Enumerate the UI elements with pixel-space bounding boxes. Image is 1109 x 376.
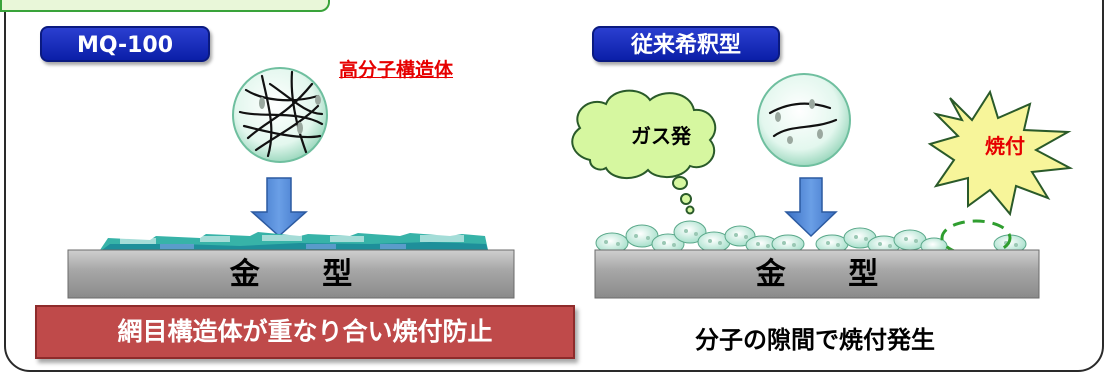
burn-burst-label: 焼付 [985,134,1025,158]
header-tab-stub [0,0,330,12]
mold-block-right [594,249,1040,299]
mold-label-right: 金 型 [755,257,905,292]
right-down-arrow [784,177,838,238]
coating-layer-mq100 [100,232,488,250]
left-down-arrow [250,177,308,238]
gas-cloud-label: ガス発 [631,124,691,148]
polymer-structure-label: 高分子構造体 [339,59,454,81]
polymer-network-sphere [232,67,328,163]
molecule-bubble-layer [595,220,1027,255]
burn-burst [927,89,1074,217]
product-badge-mq100: MQ-100 [40,26,210,62]
mold-block-left [67,249,515,299]
linear-polymer-sphere [757,73,851,167]
result-text-right: 分子の隙間で焼付発生 [695,326,935,354]
diagram-frame [4,0,1104,372]
gas-cloud [571,89,717,215]
mold-label-left: 金 型 [229,257,379,292]
product-badge-conventional: 従来希釈型 [592,26,780,62]
result-box-left: 網目構造体が重なり合い焼付防止 [35,305,575,359]
